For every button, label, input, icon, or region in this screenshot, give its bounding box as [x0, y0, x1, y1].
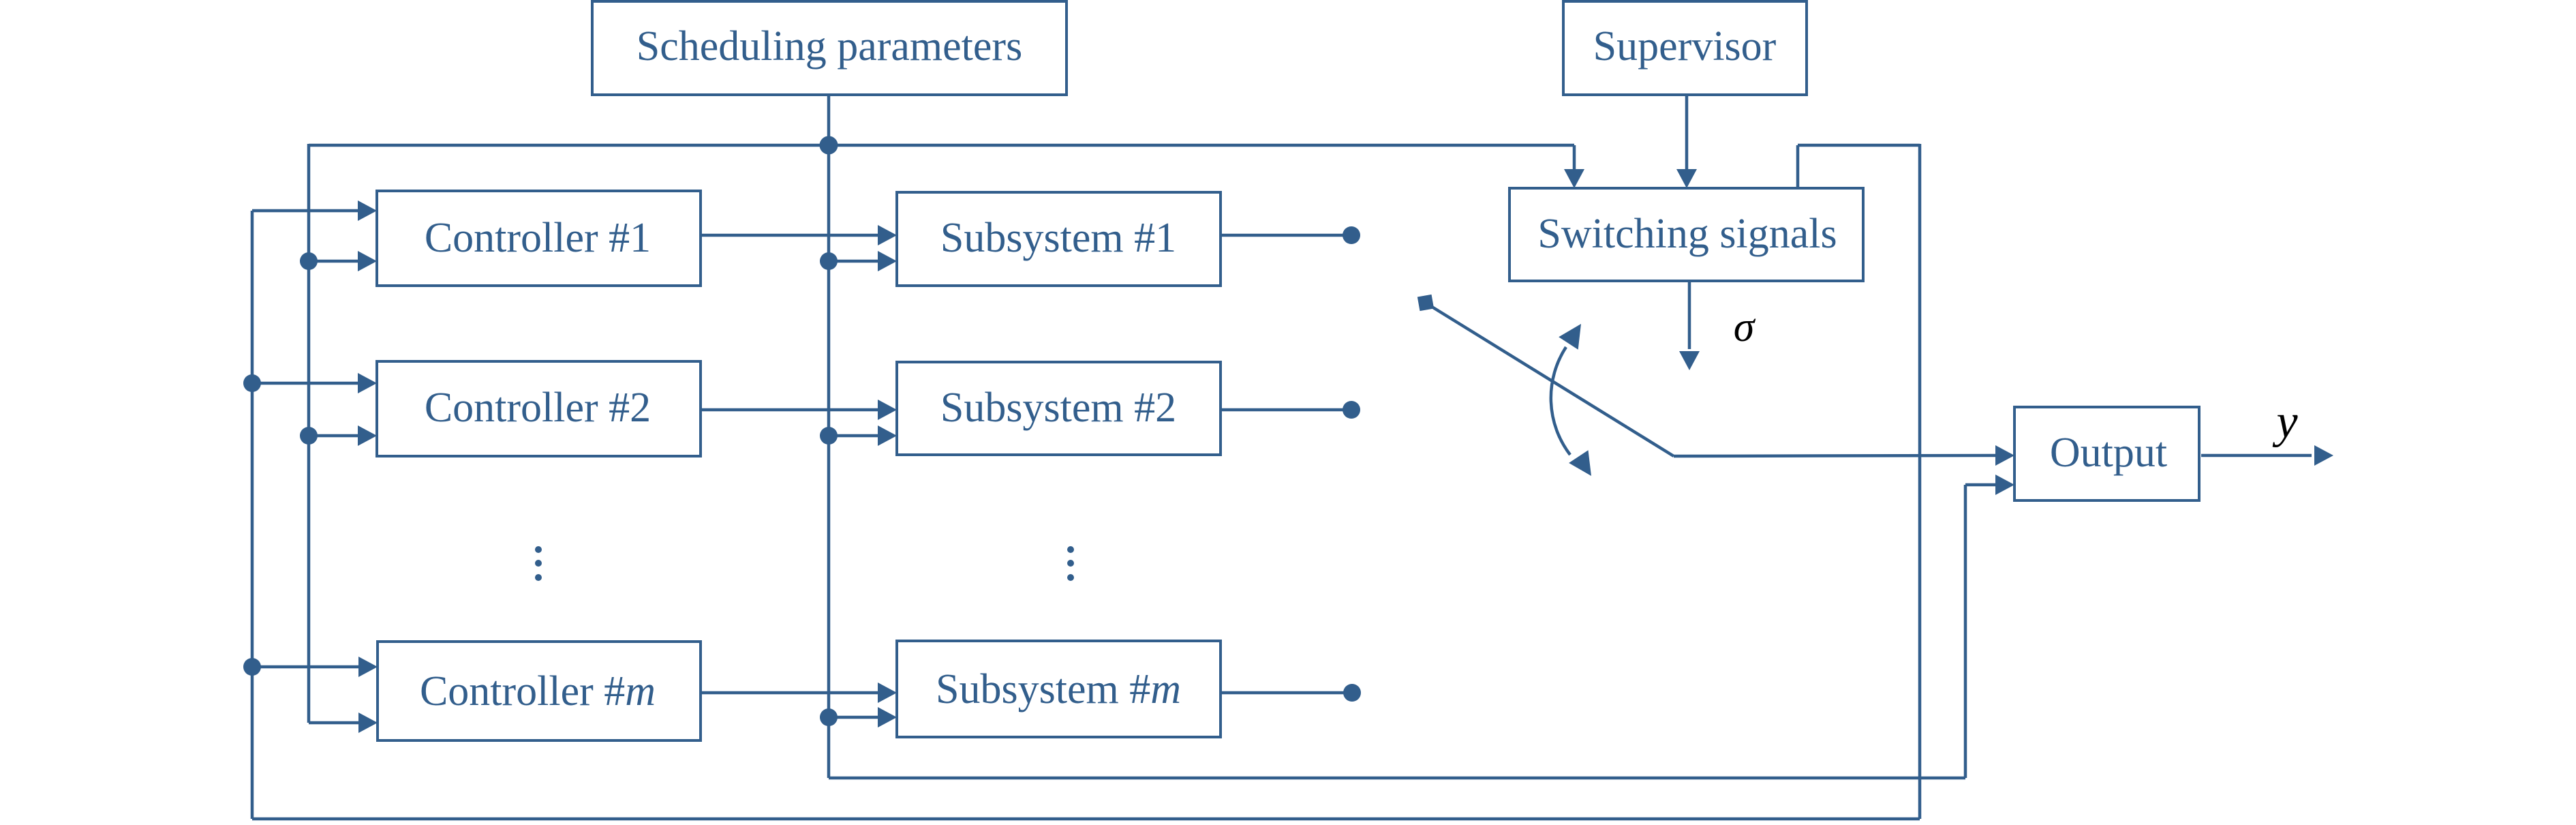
svg-text:Subsystem #2: Subsystem #2 — [940, 385, 1176, 431]
svg-text:Subsystem #m: Subsystem #m — [936, 666, 1181, 712]
svg-text:Switching signals: Switching signals — [1537, 211, 1837, 257]
svg-text:Controller #m: Controller #m — [420, 668, 656, 715]
svg-text:Output: Output — [2050, 430, 2167, 476]
svg-text:Supervisor: Supervisor — [1593, 23, 1777, 70]
svg-text:Scheduling parameters: Scheduling parameters — [637, 23, 1022, 70]
svg-text:Subsystem #1: Subsystem #1 — [940, 215, 1176, 261]
svg-text:y: y — [2272, 395, 2298, 448]
svg-text:σ: σ — [1734, 304, 1756, 350]
svg-text:Controller #1: Controller #1 — [425, 215, 651, 261]
svg-text:Controller #2: Controller #2 — [425, 385, 651, 431]
